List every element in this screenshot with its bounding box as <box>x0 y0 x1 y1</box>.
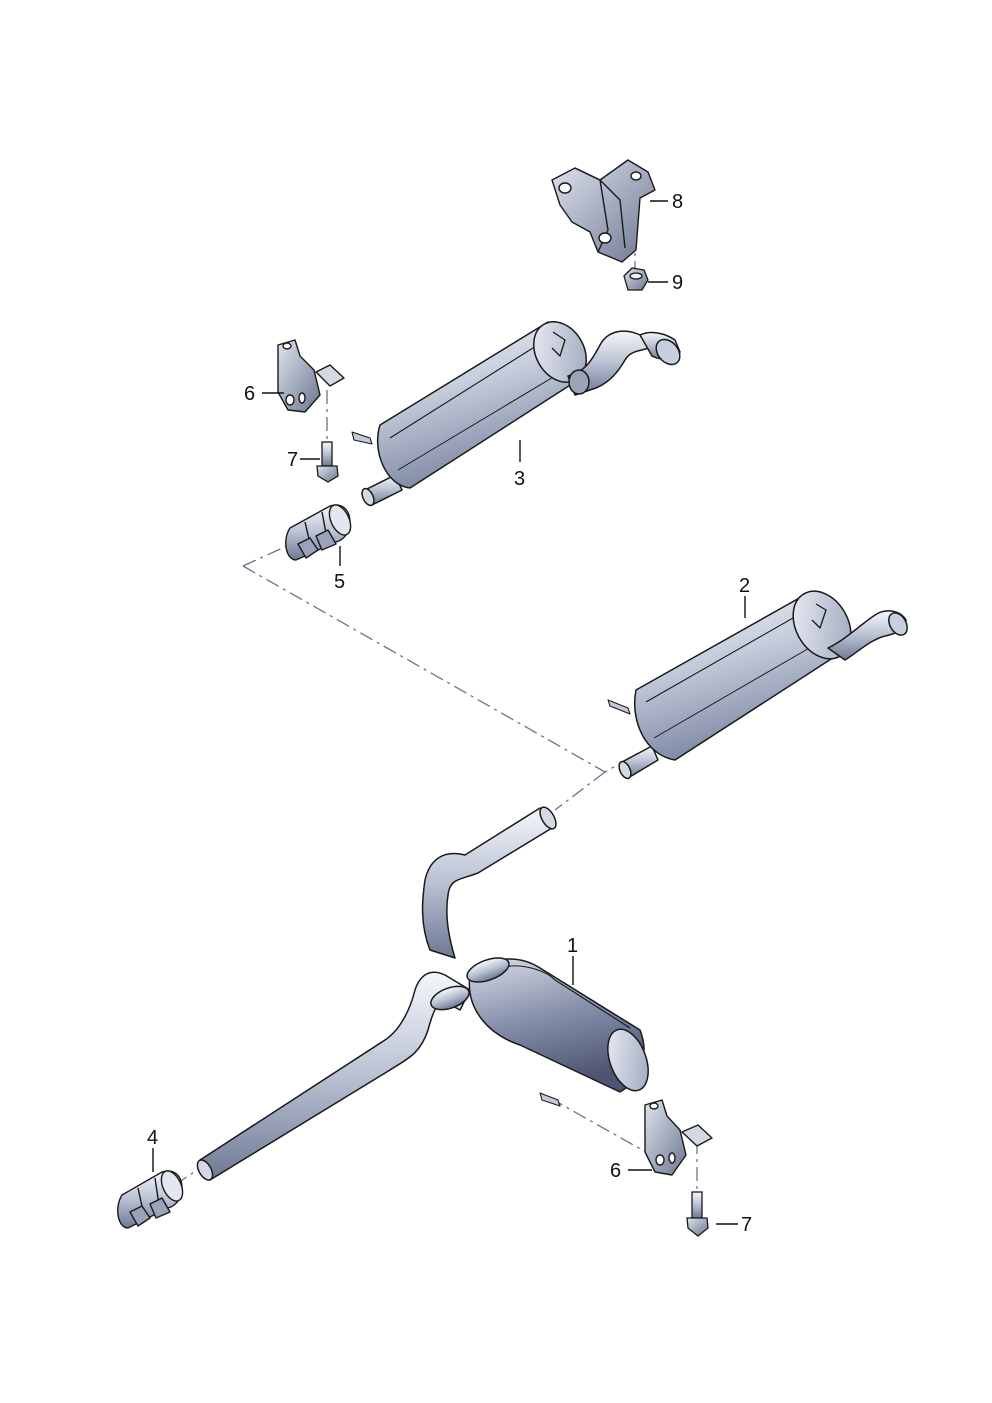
clamp-part-5 <box>285 504 352 561</box>
callout-4: 4 <box>147 1127 158 1149</box>
centre-muffler-part-2 <box>607 590 908 780</box>
callout-5: 5 <box>334 571 345 593</box>
assembly-line-hanger-1 <box>549 1097 661 1161</box>
clamp-part-4 <box>117 1170 184 1229</box>
assembly-line-front-pipe <box>554 771 606 811</box>
assembly-line-main <box>242 565 641 773</box>
rubber-hanger-part-6-top <box>277 339 345 413</box>
callout-7-bottom: 7 <box>741 1214 752 1236</box>
leader-lines <box>152 200 746 1225</box>
callout-6-bottom: 6 <box>610 1160 621 1182</box>
front-pipe-muffler-part-1 <box>196 806 649 1181</box>
bolt-part-7-bottom <box>686 1191 709 1237</box>
assembly-line-5-to-2 <box>242 539 301 567</box>
callout-labels: 1 2 3 4 5 6 6 7 7 8 9 <box>147 191 752 1236</box>
bracket-part-8 <box>551 159 656 263</box>
rear-muffler-part-3 <box>351 321 681 507</box>
rubber-hanger-part-6-bottom <box>644 1099 713 1176</box>
callout-6-top: 6 <box>244 383 255 405</box>
callout-1: 1 <box>567 935 578 957</box>
nut-part-9 <box>623 267 649 291</box>
callout-7-top: 7 <box>287 449 298 471</box>
callout-8: 8 <box>672 191 683 213</box>
callout-9: 9 <box>672 272 683 294</box>
bolt-part-7-top <box>316 441 339 483</box>
callout-3: 3 <box>514 468 525 490</box>
callout-2: 2 <box>739 575 750 597</box>
